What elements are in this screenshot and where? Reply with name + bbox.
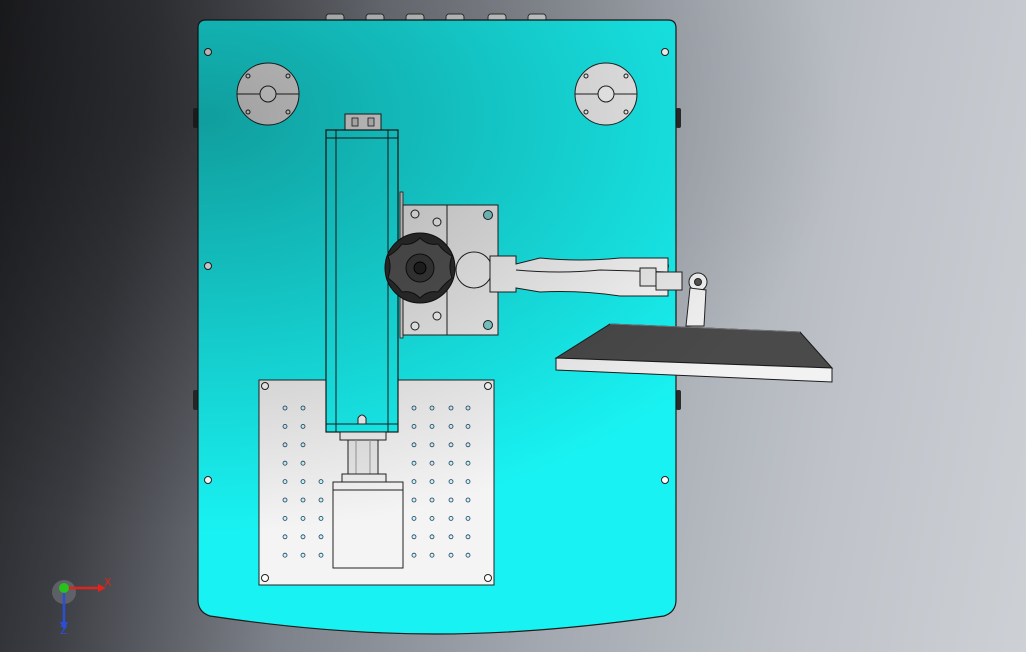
- plate-hole: [282, 479, 288, 485]
- plate-hole: [282, 442, 288, 448]
- plate-hole: [429, 534, 435, 540]
- plate-hole: [465, 423, 471, 429]
- plate-hole: [465, 460, 471, 466]
- plate-hole: [465, 552, 471, 558]
- z-axis-head: [60, 622, 68, 630]
- plate-hole: [448, 534, 454, 540]
- plate-hole: [411, 460, 417, 466]
- side-clips: [193, 108, 681, 410]
- plate-hole: [300, 479, 306, 485]
- plate-hole: [411, 442, 417, 448]
- plate-hole: [448, 442, 454, 448]
- plate-hole: [411, 516, 417, 521]
- plate-hole: [318, 479, 324, 485]
- plate-hole: [465, 497, 471, 503]
- plate-hole: [465, 405, 471, 411]
- plate-hole: [448, 460, 454, 466]
- y-axis-dot: [59, 583, 69, 593]
- plate-hole: [411, 552, 417, 558]
- plate-hole: [282, 534, 288, 540]
- plate-hole: [318, 497, 324, 503]
- z-axis-label: Z: [60, 624, 68, 637]
- plate-hole: [465, 534, 471, 540]
- plate-hole: [429, 460, 435, 466]
- plate-hole: [282, 516, 288, 521]
- plate-hole: [448, 479, 454, 485]
- bearing-mount-left[interactable]: [236, 62, 300, 126]
- bearing-mount-right[interactable]: [574, 62, 638, 126]
- plate-hole: [411, 497, 417, 503]
- plate-hole: [300, 423, 306, 429]
- motor-block[interactable]: [332, 481, 404, 569]
- plate-hole: [318, 534, 324, 540]
- plate-hole: [282, 423, 288, 429]
- plate-hole: [300, 497, 306, 503]
- plate-hole: [448, 552, 454, 558]
- plate-hole: [300, 460, 306, 466]
- plate-hole: [429, 479, 435, 485]
- plate-hole: [282, 497, 288, 503]
- plate-hole: [411, 534, 417, 540]
- plate-hole: [300, 516, 306, 521]
- plate-hole: [448, 516, 454, 521]
- hinge-arm[interactable]: [455, 251, 708, 327]
- x-axis-label: X: [104, 576, 112, 589]
- rotary-knob[interactable]: [384, 232, 456, 304]
- plate-hole: [318, 552, 324, 558]
- plate-hole: [429, 423, 435, 429]
- plate-hole: [465, 442, 471, 448]
- plate-hole: [318, 516, 324, 521]
- plate-hole: [448, 497, 454, 503]
- plate-hole: [300, 442, 306, 448]
- plate-hole: [411, 479, 417, 485]
- side-tray[interactable]: [554, 323, 834, 383]
- plate-hole: [429, 497, 435, 503]
- plate-hole: [411, 423, 417, 429]
- coordinate-triad: X Z: [52, 576, 112, 637]
- plate-hole: [411, 405, 417, 411]
- linear-actuator[interactable]: [325, 113, 399, 483]
- plate-hole: [282, 405, 288, 411]
- plate-hole: [465, 479, 471, 485]
- plate-hole: [282, 552, 288, 558]
- plate-hole: [429, 516, 435, 521]
- plate-hole: [429, 552, 435, 558]
- plate-hole: [429, 405, 435, 411]
- plate-hole: [282, 460, 288, 466]
- plate-hole: [448, 423, 454, 429]
- x-axis-head: [98, 584, 106, 592]
- plate-hole: [300, 405, 306, 411]
- plate-hole: [429, 442, 435, 448]
- plate-hole: [448, 405, 454, 411]
- plate-hole: [300, 534, 306, 540]
- plate-hole: [300, 552, 306, 558]
- plate-hole: [465, 516, 471, 521]
- plate-hole-grid: [282, 405, 471, 558]
